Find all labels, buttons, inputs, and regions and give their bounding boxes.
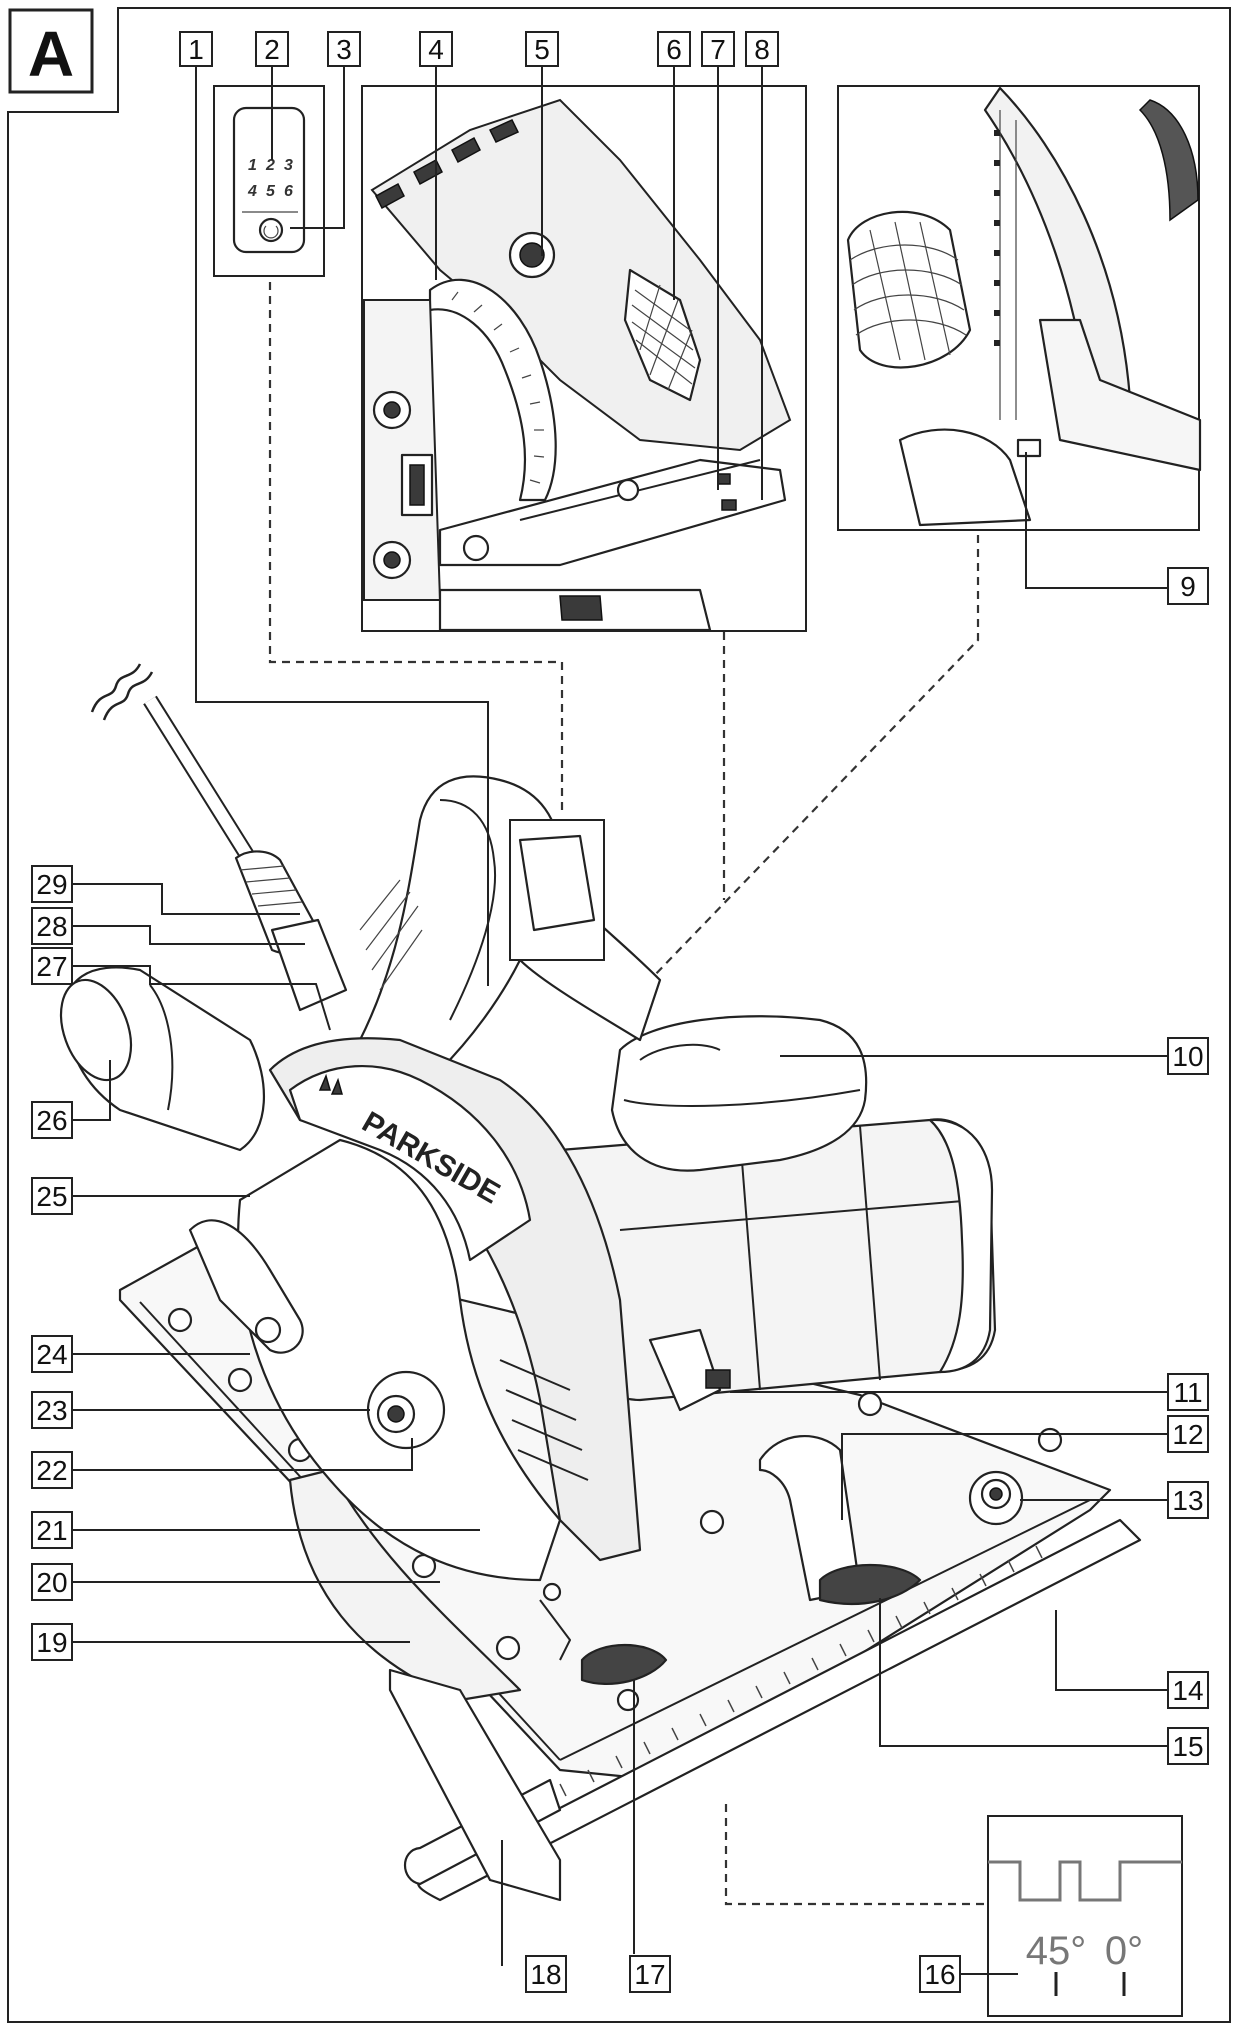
callout-number: 22	[36, 1455, 67, 1486]
callout-number: 7	[710, 34, 726, 65]
callout-6: 6	[657, 31, 691, 67]
callout-2: 2	[255, 31, 289, 67]
section-box	[8, 8, 94, 94]
display-digit-2: 2	[265, 157, 275, 174]
detail-angle-marks: 45° 0°	[987, 1815, 1183, 2017]
callout-labels: 1 2 3 4 5 6 7 8 9 10 11 12 13 14 15 16 1…	[31, 31, 1209, 1993]
circular-saw: PARKSIDE	[59, 663, 1142, 1902]
bevel-quadrant	[758, 1434, 862, 1602]
callout-22: 22	[31, 1451, 73, 1489]
callout-28: 28	[31, 907, 73, 945]
display-digit-4: 4	[247, 183, 257, 200]
callout-9: 9	[1167, 567, 1209, 605]
callout-21: 21	[31, 1511, 73, 1549]
callout-1: 1	[179, 31, 213, 67]
callout-5: 5	[525, 31, 559, 67]
angle-label-45: 45°	[1026, 1929, 1087, 1973]
callout-4: 4	[419, 31, 453, 67]
angle-label-0: 0°	[1105, 1929, 1143, 1973]
lower-blade-guard	[237, 1138, 562, 1582]
callout-20: 20	[31, 1563, 73, 1601]
leader-lines	[70, 66, 1176, 1975]
depth-knob	[580, 1644, 668, 1685]
callout-10: 10	[1167, 1037, 1209, 1075]
display-digit-1: 1	[248, 157, 257, 174]
grip-texture	[623, 268, 702, 402]
auxiliary-handle	[610, 1015, 868, 1172]
detail-bevel	[361, 85, 807, 632]
display-digit-5: 5	[266, 183, 276, 200]
callout-number: 5	[534, 34, 550, 65]
callout-8: 8	[745, 31, 779, 67]
detail-display: 1 2 3 4 5 6	[213, 85, 325, 277]
callout-7: 7	[701, 31, 735, 67]
callout-number: 2	[264, 34, 280, 65]
callout-number: 4	[428, 34, 444, 65]
callout-number: 28	[36, 911, 67, 942]
callout-number: 8	[754, 34, 770, 65]
callout-15: 15	[1167, 1727, 1209, 1765]
callout-number: 21	[36, 1515, 67, 1546]
callout-number: 25	[36, 1181, 67, 1212]
callout-number: 18	[530, 1959, 561, 1990]
callout-number: 23	[36, 1395, 67, 1426]
callout-number: 12	[1172, 1419, 1203, 1450]
callout-number: 24	[36, 1339, 67, 1370]
callout-number: 15	[1172, 1731, 1203, 1762]
callout-16: 16	[919, 1955, 961, 1993]
section-label: A	[28, 18, 74, 90]
callout-number: 3	[336, 34, 352, 65]
callout-11: 11	[1167, 1373, 1209, 1411]
bevel-scale	[428, 278, 557, 502]
depth-lock-lever	[648, 1328, 722, 1412]
display-digit-3: 3	[284, 157, 293, 174]
callout-18: 18	[525, 1955, 567, 1993]
callout-17: 17	[629, 1955, 671, 1993]
callout-14: 14	[1167, 1671, 1209, 1709]
callout-number: 19	[36, 1627, 67, 1658]
bevel-knob-front	[818, 1564, 922, 1606]
saw-blade	[288, 1468, 522, 1702]
display-panel	[232, 106, 306, 254]
blade-guard-face	[288, 1064, 532, 1262]
callout-29: 29	[31, 865, 73, 903]
callout-12: 12	[1167, 1415, 1209, 1453]
callout-number: 16	[924, 1959, 955, 1990]
callout-27: 27	[31, 947, 73, 985]
callout-number: 13	[1172, 1485, 1203, 1516]
callout-number: 11	[1173, 1377, 1202, 1408]
detail-connectors	[268, 282, 988, 1906]
callout-number: 10	[1172, 1041, 1203, 1072]
callout-number: 1	[188, 34, 204, 65]
callout-3: 3	[327, 31, 361, 67]
callout-number: 17	[634, 1959, 665, 1990]
callout-number: 6	[666, 34, 682, 65]
callout-24: 24	[31, 1335, 73, 1373]
callout-19: 19	[31, 1623, 73, 1661]
callout-number: 29	[36, 869, 67, 900]
display-digit-6: 6	[284, 183, 293, 200]
callout-number: 26	[36, 1105, 67, 1136]
detail-angle-frame	[987, 1815, 1183, 2017]
callout-23: 23	[31, 1391, 73, 1429]
detail-guard	[837, 85, 1202, 531]
callout-number: 14	[1172, 1675, 1203, 1706]
callout-13: 13	[1167, 1481, 1209, 1519]
callout-26: 26	[31, 1101, 73, 1139]
knurled-knob	[846, 210, 972, 369]
callout-number: 9	[1180, 571, 1196, 602]
callout-number: 27	[36, 951, 67, 982]
callout-number: 20	[36, 1567, 67, 1598]
outer-frame	[7, 7, 1231, 2023]
callout-25: 25	[31, 1177, 73, 1215]
